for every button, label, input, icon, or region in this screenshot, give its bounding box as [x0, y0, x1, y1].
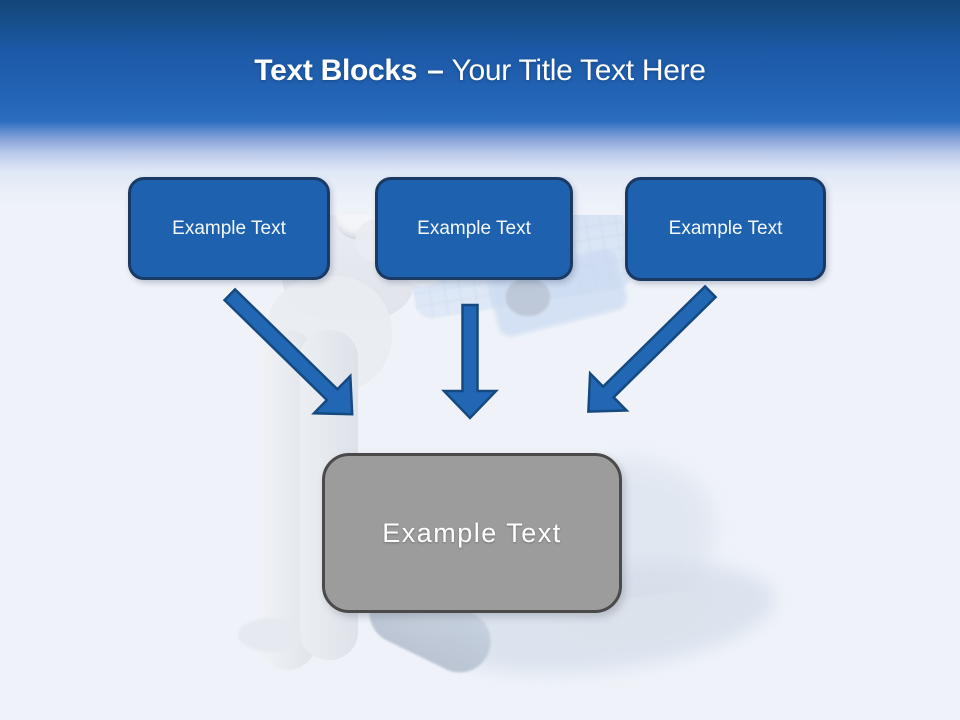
text-block-2[interactable]: Example Text — [375, 177, 573, 280]
arrow-down-right-icon — [222, 287, 354, 416]
arrow-down-icon — [441, 303, 499, 420]
text-block-2-label: Example Text — [417, 217, 531, 239]
arrow-down-left-icon — [587, 284, 718, 413]
figure-foot-shape — [238, 618, 302, 652]
text-block-1[interactable]: Example Text — [128, 177, 330, 280]
text-block-1-label: Example Text — [172, 217, 286, 239]
figure-hand-shape — [506, 278, 550, 316]
text-block-3-label: Example Text — [668, 218, 783, 239]
slide-title[interactable]: Text Blocks–Your Title Text Here — [0, 54, 960, 88]
figure-leg-shape — [260, 330, 316, 670]
summary-text-block[interactable]: Example Text — [322, 453, 622, 613]
summary-text-block-label: Example Text — [382, 517, 562, 548]
slide-title-dash: – — [427, 54, 444, 87]
slide-title-regular: Your Title Text Here — [451, 54, 706, 87]
slide-title-bold: Text Blocks — [254, 54, 418, 87]
figure-hip-shape — [266, 276, 392, 392]
text-block-3[interactable]: Example Text — [625, 177, 826, 281]
